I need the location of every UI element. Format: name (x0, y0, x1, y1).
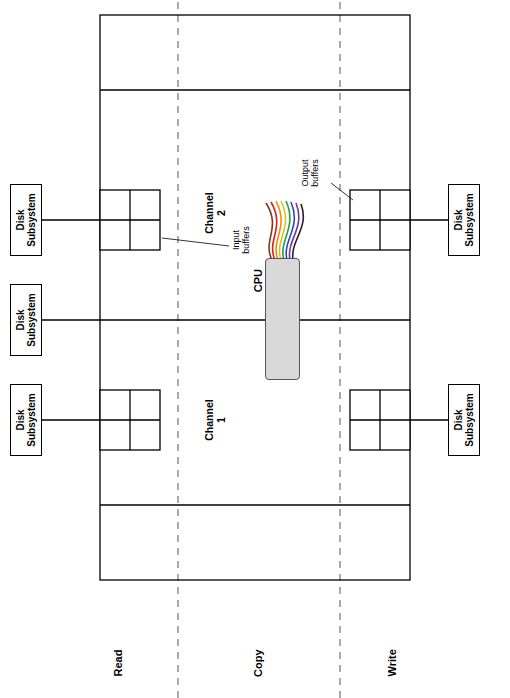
disk-label: Disk Subsystem (453, 188, 475, 252)
disk-box: Disk Subsystem (10, 184, 42, 256)
cpu-box: CPU (265, 258, 300, 380)
disk-box: Disk Subsystem (448, 384, 480, 456)
disk-label: Disk Subsystem (453, 388, 475, 452)
disk-label: Disk Subsystem (15, 388, 37, 452)
disk-box: Disk Subsystem (10, 284, 42, 356)
section-label: Channel 2 (203, 189, 227, 237)
section-label: Copy (252, 650, 265, 678)
section-label: Read (112, 650, 125, 677)
disk-label: Disk Subsystem (15, 188, 37, 252)
disk-box: Disk Subsystem (10, 384, 42, 456)
connector-line (42, 320, 265, 321)
disk-box: Disk Subsystem (448, 184, 480, 256)
section-label: Write (386, 649, 399, 676)
cpu-label: CPU (252, 269, 264, 292)
callout-label: Output buffers (300, 151, 321, 195)
section-label: Channel 1 (203, 396, 227, 444)
disk-label: Disk Subsystem (15, 288, 37, 352)
callout-label: Input buffers (231, 220, 252, 260)
